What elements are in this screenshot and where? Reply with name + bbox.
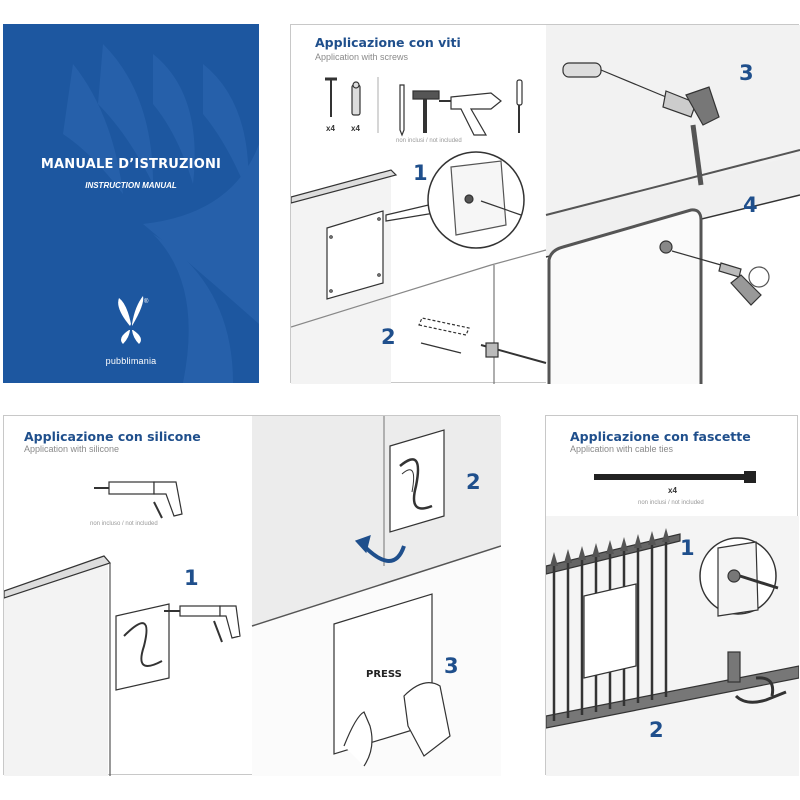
ties-step-2: 2: [649, 718, 664, 742]
ties-title: Applicazione con fascette: [570, 429, 751, 444]
silicone-step-2: 2: [466, 470, 481, 494]
screws-step-3: 3: [739, 61, 754, 85]
screw-icon: [325, 77, 337, 117]
ties-subtitle: Application with cable ties: [570, 444, 674, 454]
screws-panel: Applicazione con viti Application with s…: [290, 24, 800, 384]
silicone-step-3: 3: [444, 654, 459, 678]
press-label: PRESS: [366, 669, 402, 680]
screws-tools: [325, 77, 523, 137]
ties-not-included: non inclusi / not included: [638, 500, 704, 506]
screws-step-1: 1: [413, 161, 428, 185]
hammer-tool-icon: [412, 90, 440, 133]
drill-icon: [439, 92, 502, 136]
screws-subtitle: Application with screws: [315, 52, 409, 62]
screws-step-4: 4: [743, 193, 758, 217]
ties-qty: x4: [668, 486, 677, 495]
silicone-panel: Applicazione con silicone Application wi…: [3, 415, 501, 776]
trademark: ®: [144, 299, 149, 305]
screwdriver-icon: [516, 79, 523, 133]
screws-title: Applicazione con viti: [315, 35, 461, 50]
cable-tie-icon: [594, 471, 756, 483]
silicone-gun-icon: [94, 481, 183, 519]
silicone-subtitle: Application with silicone: [24, 444, 120, 454]
brand-name: pubblimania: [105, 356, 157, 366]
hand-icon: [343, 711, 373, 767]
butterfly-logo-icon: [118, 296, 144, 344]
wall-plug-icon: [351, 81, 361, 116]
ties-step-1: 1: [680, 536, 695, 560]
cover-title: MANUALE D’ISTRUZIONI: [40, 157, 222, 172]
qty-screw: x4: [326, 124, 335, 133]
screws-step-2: 2: [381, 325, 396, 349]
silicone-not-included: non incluso / not included: [90, 521, 158, 527]
screws-illustration: [291, 25, 800, 384]
cover-panel: MANUALE D’ISTRUZIONI INSTRUCTION MANUAL …: [3, 24, 259, 383]
cover-decoration: [63, 44, 259, 383]
silicone-step-1: 1: [184, 566, 199, 590]
ties-panel: Applicazione con fascette Application wi…: [545, 415, 799, 776]
cover-subtitle: INSTRUCTION MANUAL: [85, 181, 177, 190]
ties-illustration: [546, 471, 799, 776]
qty-plug: x4: [351, 124, 360, 133]
pencil-icon: [399, 84, 405, 137]
silicone-illustration: [4, 416, 501, 776]
rotate-arrow-icon: [362, 544, 406, 563]
silicone-title: Applicazione con silicone: [24, 429, 201, 444]
hammer-icon: [562, 62, 720, 186]
screws-not-included: non inclusi / not included: [396, 138, 462, 144]
silicone-gun-icon: [164, 605, 241, 643]
